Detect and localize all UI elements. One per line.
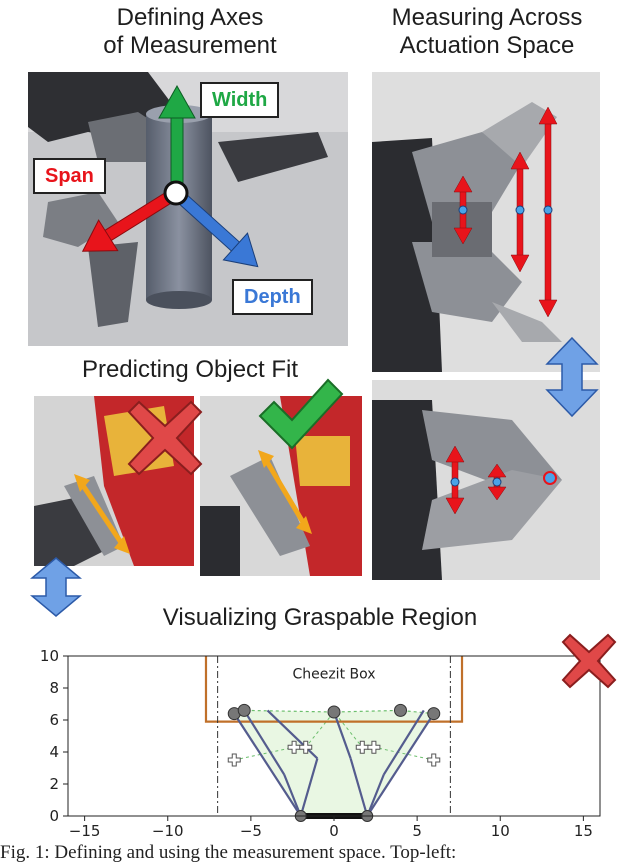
x-tick-label: −10	[152, 822, 184, 840]
open-hand-photo	[372, 72, 600, 372]
figure-caption: Fig. 1: Defining and using the measureme…	[0, 842, 457, 863]
fingertip-marker	[237, 703, 251, 717]
check-icon	[258, 378, 344, 450]
fingertip-marker	[394, 703, 407, 717]
y-tick-label: 0	[49, 807, 59, 825]
x-tick-label: 0	[329, 822, 339, 840]
joint-plus-marker	[299, 740, 313, 754]
actuation-heading: Measuring Across Actuation Space	[362, 4, 612, 60]
y-tick-label: 6	[49, 711, 59, 729]
joint-plus-marker	[227, 753, 241, 767]
closed-hand-photo	[372, 380, 600, 580]
width-measure-arrows	[453, 106, 558, 318]
finger-link	[266, 709, 319, 760]
cheezit-box-label: Cheezit Box	[292, 666, 375, 682]
fit-fail-arrow	[74, 474, 130, 554]
x-tick-label: 15	[574, 822, 593, 840]
x-tick-label: 5	[412, 822, 422, 840]
axes-heading: Defining Axes of Measurement	[30, 4, 350, 60]
object-fit-heading: Predicting Object Fit	[81, 356, 299, 383]
graspable-region-fill	[234, 710, 434, 816]
y-tick-label: 8	[49, 679, 59, 697]
actuation-heading-line1: Measuring Across	[391, 4, 583, 31]
width-axis-arrow	[158, 84, 196, 193]
vertical-double-arrow-icon	[30, 557, 82, 617]
depth-axis-arrow	[171, 187, 259, 268]
vertical-double-arrow-icon	[545, 336, 599, 418]
axis-origin	[163, 180, 189, 206]
joint-plus-marker	[427, 753, 441, 767]
span-label: Span	[33, 158, 106, 194]
axes-heading-line2: of Measurement	[103, 32, 277, 59]
finger-link	[299, 758, 319, 817]
depth-label: Depth	[232, 279, 313, 315]
fingertip-marker	[427, 707, 441, 721]
actuation-heading-line2: Actuation Space	[399, 32, 575, 59]
y-tick-label: 4	[49, 743, 59, 761]
y-tick-label: 10	[40, 647, 59, 665]
finger-link	[233, 713, 302, 817]
x-tick-label: −5	[240, 822, 262, 840]
joint-plus-marker	[287, 740, 301, 754]
finger-link	[349, 758, 369, 817]
width-label: Width	[200, 82, 280, 118]
y-tick-label: 2	[49, 775, 59, 793]
finger-link	[382, 709, 425, 775]
graspable-region-chart: Cheezit Box −15 −10 −5 0 5 10 15 0 2 4 6 8 10	[40, 647, 601, 840]
x-tick-label: −15	[69, 822, 101, 840]
fingertip-marker	[327, 705, 341, 719]
joint-plus-marker	[355, 740, 369, 754]
finger-link	[366, 713, 435, 817]
finger-link	[243, 709, 286, 775]
axes-heading-line1: Defining Axes	[116, 4, 264, 31]
x-tick-label: 10	[491, 822, 510, 840]
fit-pass-arrow	[258, 450, 312, 534]
cross-icon	[561, 633, 617, 689]
finger-link	[366, 773, 385, 817]
cross-icon	[127, 400, 203, 476]
finger-link	[283, 773, 302, 817]
finger-link	[332, 711, 352, 759]
graspable-heading: Visualizing Graspable Region	[162, 604, 478, 631]
axis-arrows	[81, 84, 259, 268]
closed-measure-arrows	[445, 445, 557, 515]
cheezit-box-outline	[204, 656, 464, 723]
joint-plus-marker	[367, 740, 381, 754]
fit-pass-photo	[200, 396, 362, 576]
